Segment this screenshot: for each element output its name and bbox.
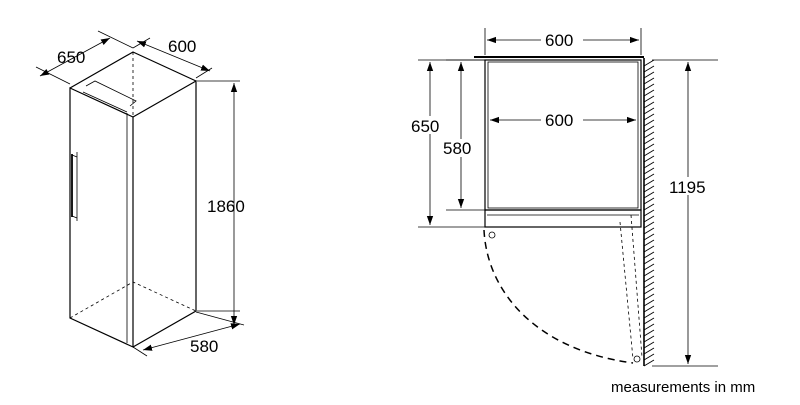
wall-hatch-mark xyxy=(643,341,655,349)
wall-hatch-mark xyxy=(643,167,655,175)
wall-hatch-mark xyxy=(643,197,655,205)
wall-hatch-mark xyxy=(643,125,655,133)
wall-hatch-mark xyxy=(643,101,655,109)
wall-hatch-mark xyxy=(643,215,655,223)
wall-hatch-mark xyxy=(643,203,655,211)
wall-hatch-mark xyxy=(643,131,655,139)
plan-inner-depth-label: 580 xyxy=(443,139,471,158)
wall-hatch-mark xyxy=(643,65,655,73)
wall-hatch-mark xyxy=(643,269,655,277)
wall-hatch-mark xyxy=(643,311,655,319)
wall-hatch-mark xyxy=(643,95,655,103)
cabinet-hidden-edges xyxy=(69,52,197,319)
wall-hatch-mark xyxy=(643,353,655,361)
wall-hatch-mark xyxy=(643,293,655,301)
iso-width-label: 600 xyxy=(168,37,196,56)
wall-hatch-mark xyxy=(643,305,655,313)
iso-height-label: 1860 xyxy=(207,197,245,216)
plan-inner-width-dimension: 600 xyxy=(490,110,636,130)
plan-inner-width-label: 600 xyxy=(545,111,573,130)
wall-hatch-mark xyxy=(643,71,655,79)
units-note: measurements in mm xyxy=(611,379,755,396)
wall-hatch-mark xyxy=(643,143,655,151)
iso-depth-dimension: 650 xyxy=(35,30,134,85)
door-plan xyxy=(484,209,642,228)
wall-hatch-mark xyxy=(643,221,655,229)
wall-hatch-mark xyxy=(643,317,655,325)
appliance-plan-view: 600 600 650 580 11 xyxy=(408,28,718,367)
wall-hatch-mark xyxy=(643,233,655,241)
wall-hatch-mark xyxy=(643,251,655,259)
iso-depth-label: 650 xyxy=(57,48,85,67)
wall-hatch-mark xyxy=(643,191,655,199)
wall-hatch-mark xyxy=(643,59,655,67)
wall-hatch-mark xyxy=(643,119,655,127)
door-handle xyxy=(71,152,78,221)
wall-hatch-mark xyxy=(643,155,655,163)
wall-hatch-mark xyxy=(643,245,655,253)
wall-hatch-mark xyxy=(643,185,655,193)
wall-hatch-mark xyxy=(643,323,655,331)
wall-hatch-mark xyxy=(643,113,655,121)
iso-height-dimension: 1860 xyxy=(197,80,245,325)
wall-hatch-mark xyxy=(643,287,655,295)
iso-bottom-depth-dimension: 580 xyxy=(132,311,245,357)
appliance-iso-view: 650 600 1860 580 xyxy=(35,30,245,357)
wall-hatch-mark xyxy=(643,359,655,367)
cabinet-front-face xyxy=(69,87,134,348)
plan-inner-depth-dimension: 580 xyxy=(440,59,485,211)
plan-outer-depth-label: 650 xyxy=(411,117,439,136)
wall-hatch-mark xyxy=(643,299,655,307)
iso-bottom-depth-label: 580 xyxy=(190,337,218,356)
wall-hatch-mark xyxy=(643,179,655,187)
wall-hatch-mark xyxy=(643,161,655,169)
wall-hatch-mark xyxy=(643,257,655,265)
wall-hatch-mark xyxy=(643,209,655,217)
cabinet-plan-outline xyxy=(484,59,642,211)
cabinet-side-face xyxy=(132,79,197,348)
right-hinge xyxy=(633,355,641,363)
wall-hatch-mark xyxy=(643,329,655,337)
wall-hatch-mark xyxy=(643,275,655,283)
wall-hatch-mark xyxy=(643,227,655,235)
wall-hatch-mark xyxy=(643,149,655,157)
wall-hatch-mark xyxy=(643,83,655,91)
wall-hatch-mark xyxy=(643,77,655,85)
plan-outer-width-dimension: 600 xyxy=(484,28,642,55)
wall-hatch-mark xyxy=(643,89,655,97)
plan-outer-width-label: 600 xyxy=(545,31,573,50)
wall-hatch-mark xyxy=(643,281,655,289)
wall-hatch-mark xyxy=(643,173,655,181)
door-swing-arc xyxy=(483,229,634,364)
door-top-lip xyxy=(85,80,137,107)
wall-hatch-mark xyxy=(643,137,655,145)
wall-hatch-mark xyxy=(643,347,655,355)
opened-door-outline xyxy=(619,214,643,360)
iso-width-dimension: 600 xyxy=(132,37,213,79)
plan-door-swing-dimension: 1195 xyxy=(652,59,718,367)
plan-door-swing-label: 1195 xyxy=(669,178,706,197)
wall-hatch-mark xyxy=(643,263,655,271)
wall-hatch-mark xyxy=(643,335,655,343)
left-hinge xyxy=(488,231,496,239)
wall-hatching xyxy=(643,58,655,367)
wall-hatch-mark xyxy=(643,107,655,115)
wall-hatch-mark xyxy=(643,239,655,247)
